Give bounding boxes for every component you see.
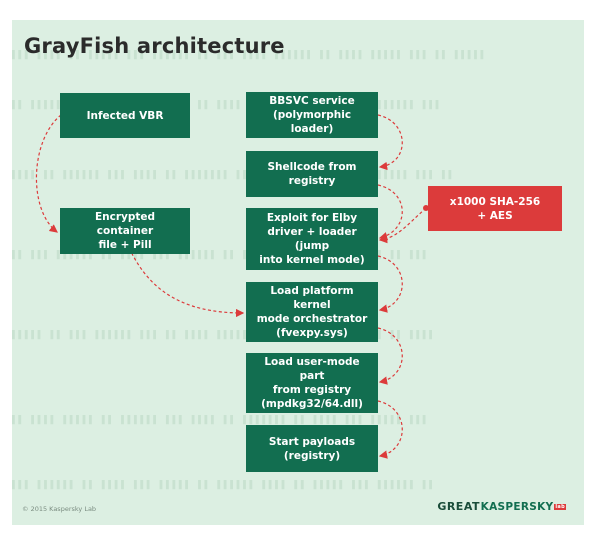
diagram-title: GrayFish architecture	[24, 34, 285, 58]
box-shellcode: Shellcode from registry	[246, 151, 378, 197]
kaspersky-lab-tag: lab	[554, 504, 566, 510]
background-texture: ▌▌▌ ▌▌▌▌ ▌▌ ▌▌▌▌▌ ▌▌▌ ▌▌▌▌▌▌ ▌▌ ▌▌▌ ▌▌▌▌…	[12, 50, 487, 60]
arrow-exploit-to-kernel	[377, 255, 403, 313]
arrow-shellcode-to-exploit	[377, 184, 403, 241]
arrow-container-to-kernel	[126, 242, 245, 318]
background-texture: ▌▌▌▌ ▌▌ ▌▌▌▌▌▌ ▌▌▌ ▌▌▌▌ ▌▌ ▌▌▌▌▌▌▌ ▌▌▌ ▌…	[12, 170, 455, 180]
box-shellcode-label: Shellcode from registry	[267, 161, 357, 187]
background-texture: ▌▌▌▌▌ ▌▌ ▌▌▌ ▌▌▌▌▌▌ ▌▌▌ ▌▌ ▌▌▌▌ ▌▌▌▌▌▌ ▌…	[12, 330, 436, 340]
box-kernel-label: Load platform kernel mode orchestrator (…	[256, 285, 368, 339]
diagram-canvas: ▌▌▌ ▌▌▌▌ ▌▌ ▌▌▌▌▌ ▌▌▌ ▌▌▌▌▌▌ ▌▌ ▌▌▌ ▌▌▌▌…	[12, 20, 584, 525]
background-texture: ▌▌ ▌▌▌▌▌ ▌▌▌ ▌▌ ▌▌▌▌ ▌▌▌▌▌▌▌ ▌▌ ▌▌▌▌ ▌▌▌…	[12, 100, 443, 110]
box-payloads-label: Start payloads (registry)	[268, 435, 356, 462]
background-texture: ▌▌ ▌▌▌ ▌▌▌▌▌▌ ▌▌ ▌▌▌▌ ▌▌▌ ▌▌▌▌▌▌ ▌▌ ▌▌▌▌…	[12, 250, 430, 260]
box-exploit-label: Exploit for Elby driver + loader (jump i…	[259, 212, 365, 266]
arrow-bbsvc-to-shellcode	[377, 114, 403, 171]
connector-arrows	[35, 114, 429, 459]
arrow-sha-to-exploit	[378, 207, 427, 244]
box-infected-vbr-label: Infected VBR	[86, 109, 164, 122]
arrow-kernel-to-usermode	[377, 327, 403, 385]
copyright-text: © 2015 Kaspersky Lab	[22, 505, 97, 513]
box-load-kernel: Load platform kernel mode orchestrator (…	[246, 282, 378, 342]
great-logo: GREAT	[437, 500, 480, 513]
box-bbsvc-service: BBSVC service (polymorphic loader)	[246, 92, 378, 138]
arrow-usermode-to-payloads	[377, 400, 403, 459]
background-texture: ▌▌ ▌▌▌▌ ▌▌▌▌▌ ▌▌ ▌▌▌▌▌▌ ▌▌▌ ▌▌▌▌ ▌▌ ▌▌▌▌…	[12, 415, 430, 425]
box-encrypted-container-label: Encrypted container file + Pill	[94, 211, 156, 251]
box-sha256-aes: x1000 SHA-256 + AES	[428, 186, 562, 231]
box-infected-vbr: Infected VBR	[60, 93, 190, 138]
arrow-vbr-to-container	[35, 114, 62, 233]
box-bbsvc-label: BBSVC service (polymorphic loader)	[269, 95, 355, 135]
box-exploit-elby: Exploit for Elby driver + loader (jump i…	[246, 208, 378, 270]
box-load-usermode: Load user-mode part from registry (mpdkg…	[246, 353, 378, 413]
box-encrypted-container: Encrypted container file + Pill	[60, 208, 190, 254]
background-texture: ▌▌▌ ▌▌▌▌▌▌ ▌▌ ▌▌▌▌ ▌▌▌ ▌▌▌▌▌ ▌▌ ▌▌▌▌▌▌ ▌…	[12, 480, 436, 490]
connector-dot	[423, 205, 429, 211]
box-sha-label: x1000 SHA-256 + AES	[449, 195, 541, 222]
box-usermode-label: Load user-mode part from registry (mpdkg…	[261, 356, 363, 410]
box-start-payloads: Start payloads (registry)	[246, 425, 378, 472]
kaspersky-logo-text: KASPERSKY	[480, 501, 554, 513]
